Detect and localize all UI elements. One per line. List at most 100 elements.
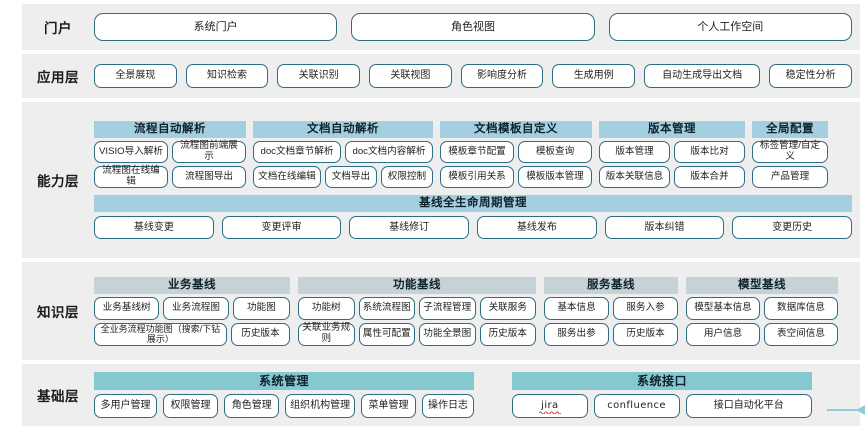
baseline-item-change[interactable]: 基线变更 xyxy=(94,216,214,239)
foundation-item-menu-management[interactable]: 菜单管理 xyxy=(360,394,417,418)
capability-item-template-chapter-config[interactable]: 模板章节配置 xyxy=(440,141,514,163)
capability-item-doc-chapter-parse[interactable]: doc文档章节解析 xyxy=(253,141,341,163)
capability-group-0-row-1: 流程图在线编辑 流程图导出 xyxy=(94,165,246,188)
layer-body-application: 全景展现 知识检索 关联识别 关联视图 影响度分析 生成用例 自动生成导出文档 … xyxy=(94,64,860,88)
capability-group-global-config: 全局配置 标签管理/自定义 产品管理 xyxy=(752,121,828,188)
application-item-3[interactable]: 关联视图 xyxy=(369,64,452,88)
knowledge-item-function-diagram[interactable]: 功能图 xyxy=(232,296,290,320)
capability-group-2-row-0: 模板章节配置 模板查询 xyxy=(440,141,592,163)
foundation-item-confluence[interactable]: confluence xyxy=(593,394,680,418)
layer-band-application: 应用层 全景展现 知识检索 关联识别 关联视图 影响度分析 生成用例 自动生成导… xyxy=(22,54,860,98)
capability-item-version-manage[interactable]: 版本管理 xyxy=(599,141,670,163)
baseline-lifecycle-row: 基线变更 变更评审 基线修订 基线发布 版本纠错 变更历史 xyxy=(94,216,853,239)
portal-item-1[interactable]: 角色视图 xyxy=(351,13,595,41)
capability-group-title-0: 流程自动解析 xyxy=(94,121,246,138)
capability-group-doc-template: 文档模板自定义 模板章节配置 模板查询 模板引用关系 模板版本管理 xyxy=(440,121,592,188)
capability-item-flow-online-edit[interactable]: 流程图在线编辑 xyxy=(94,165,168,188)
capability-item-flow-export[interactable]: 流程图导出 xyxy=(172,166,246,188)
knowledge-item-history-version-function[interactable]: 历史版本 xyxy=(479,322,536,346)
foundation-item-multi-user-management[interactable]: 多用户管理 xyxy=(94,394,157,418)
capability-group-version-mgmt: 版本管理 版本管理 版本比对 版本关联信息 版本合并 xyxy=(599,121,745,188)
application-item-4[interactable]: 影响度分析 xyxy=(460,64,544,88)
capability-item-doc-export[interactable]: 文档导出 xyxy=(324,166,377,188)
capability-item-doc-online-edit[interactable]: 文档在线编辑 xyxy=(253,166,321,188)
capability-item-tag-manage-custom[interactable]: 标签管理/自定义 xyxy=(752,140,828,163)
capability-item-flow-frontend-display[interactable]: 流程图前端展示 xyxy=(172,140,246,163)
knowledge-item-model-basic-info[interactable]: 模型基本信息 xyxy=(686,296,760,320)
connector-arrow-icon xyxy=(856,405,865,415)
layer-label-application: 应用层 xyxy=(37,70,79,85)
knowledge-group-1-row-1: 关联业务规则 属性可配置 功能全景图 历史版本 xyxy=(298,322,536,346)
knowledge-item-service-basic-info[interactable]: 基本信息 xyxy=(544,296,609,320)
baseline-item-version-correction[interactable]: 版本纠错 xyxy=(604,216,725,239)
knowledge-item-service-input-param[interactable]: 服务入参 xyxy=(613,296,678,320)
foundation-item-org-structure-management[interactable]: 组织机构管理 xyxy=(285,394,355,418)
capability-item-template-reference[interactable]: 模板引用关系 xyxy=(440,166,514,188)
application-item-0[interactable]: 全景展现 xyxy=(94,64,177,88)
capability-group-title-2: 文档模板自定义 xyxy=(440,121,592,138)
baseline-item-change-history[interactable]: 变更历史 xyxy=(732,216,853,239)
baseline-lifecycle-block: 基线全生命周期管理 基线变更 变更评审 基线修订 基线发布 版本纠错 变更历史 xyxy=(94,195,853,239)
portal-item-0[interactable]: 系统门户 xyxy=(94,13,338,41)
knowledge-item-tablespace-info[interactable]: 表空间信息 xyxy=(764,322,838,346)
application-item-1[interactable]: 知识检索 xyxy=(185,64,269,88)
knowledge-item-related-business-rule[interactable]: 关联业务规则 xyxy=(298,322,355,346)
knowledge-item-history-version-service[interactable]: 历史版本 xyxy=(613,322,678,346)
knowledge-group-model-baseline: 模型基线 模型基本信息 数据库信息 用户信息 表空间信息 xyxy=(686,276,838,346)
foundation-item-jira[interactable]: jira xyxy=(512,394,588,418)
layer-body-portal: 系统门户 角色视图 个人工作空间 xyxy=(94,13,860,41)
knowledge-group-title-0: 业务基线 xyxy=(94,276,290,294)
capability-item-version-compare[interactable]: 版本比对 xyxy=(674,141,745,163)
knowledge-item-full-business-flow-function-map[interactable]: 全业务流程功能图（搜索/下钻展示） xyxy=(94,322,227,346)
foundation-item-permission-management[interactable]: 权限管理 xyxy=(162,394,219,418)
baseline-item-revision[interactable]: 基线修订 xyxy=(349,216,470,239)
layer-label-knowledge: 知识层 xyxy=(37,305,79,320)
knowledge-group-0-row-0: 业务基线树 业务流程图 功能图 xyxy=(94,296,290,320)
portal-item-2[interactable]: 个人工作空间 xyxy=(608,13,852,41)
knowledge-item-service-output-param[interactable]: 服务出参 xyxy=(544,322,609,346)
baseline-item-change-review[interactable]: 变更评审 xyxy=(221,216,342,239)
capability-item-version-relation-info[interactable]: 版本关联信息 xyxy=(599,166,670,188)
capability-item-visio-import-parse[interactable]: VISIO导入解析 xyxy=(94,141,168,163)
knowledge-group-title-1: 功能基线 xyxy=(298,276,536,294)
knowledge-item-user-info[interactable]: 用户信息 xyxy=(686,322,760,346)
knowledge-group-title-2: 服务基线 xyxy=(544,276,678,294)
knowledge-item-attribute-configurable[interactable]: 属性可配置 xyxy=(358,322,415,346)
foundation-item-interface-automation-platform[interactable]: 接口自动化平台 xyxy=(685,394,812,418)
application-item-6[interactable]: 自动生成导出文档 xyxy=(644,64,761,88)
knowledge-item-subflow-management[interactable]: 子流程管理 xyxy=(419,296,476,320)
foundation-item-operation-log[interactable]: 操作日志 xyxy=(422,394,474,418)
capability-item-permission-control[interactable]: 权限控制 xyxy=(380,166,433,188)
application-item-2[interactable]: 关联识别 xyxy=(277,64,361,88)
application-item-7[interactable]: 稳定性分析 xyxy=(769,64,852,88)
capability-group-3-row-1: 版本关联信息 版本合并 xyxy=(599,166,745,188)
knowledge-item-function-panorama[interactable]: 功能全景图 xyxy=(419,322,476,346)
portal-item-row: 系统门户 角色视图 个人工作空间 xyxy=(94,13,852,41)
knowledge-item-business-baseline-tree[interactable]: 业务基线树 xyxy=(94,296,160,320)
knowledge-item-function-tree[interactable]: 功能树 xyxy=(298,296,355,320)
foundation-item-role-management[interactable]: 角色管理 xyxy=(224,394,280,418)
foundation-group-1-row-0: jira confluence 接口自动化平台 xyxy=(512,394,812,418)
baseline-item-publish[interactable]: 基线发布 xyxy=(477,216,597,239)
layer-label-capability: 能力层 xyxy=(37,174,79,189)
capability-item-product-manage[interactable]: 产品管理 xyxy=(752,166,828,188)
capability-group-list: 流程自动解析 VISIO导入解析 流程图前端展示 流程图在线编辑 流程图导出 文… xyxy=(94,121,852,188)
application-item-5[interactable]: 生成用例 xyxy=(552,64,636,88)
layer-band-capability: 能力层 流程自动解析 VISIO导入解析 流程图前端展示 流程图在线编辑 流程图… xyxy=(22,102,860,258)
capability-item-template-query[interactable]: 模板查询 xyxy=(518,141,592,163)
capability-group-1-row-1: 文档在线编辑 文档导出 权限控制 xyxy=(253,166,433,188)
knowledge-item-related-service[interactable]: 关联服务 xyxy=(479,296,536,320)
connector-line xyxy=(827,408,857,411)
knowledge-item-system-flowchart[interactable]: 系统流程图 xyxy=(358,296,415,320)
foundation-group-title-0: 系统管理 xyxy=(94,372,474,390)
knowledge-item-business-flowchart[interactable]: 业务流程图 xyxy=(163,296,229,320)
capability-group-4-row-1: 产品管理 xyxy=(752,166,828,188)
capability-group-title-1: 文档自动解析 xyxy=(253,121,433,138)
capability-item-version-merge[interactable]: 版本合并 xyxy=(674,166,745,188)
spellcheck-squiggle-icon xyxy=(538,411,561,414)
knowledge-item-history-version-business[interactable]: 历史版本 xyxy=(230,322,290,346)
capability-item-template-version-mgmt[interactable]: 模板版本管理 xyxy=(518,166,592,188)
capability-item-doc-content-parse[interactable]: doc文档内容解析 xyxy=(345,141,433,163)
knowledge-item-database-info[interactable]: 数据库信息 xyxy=(764,296,838,320)
